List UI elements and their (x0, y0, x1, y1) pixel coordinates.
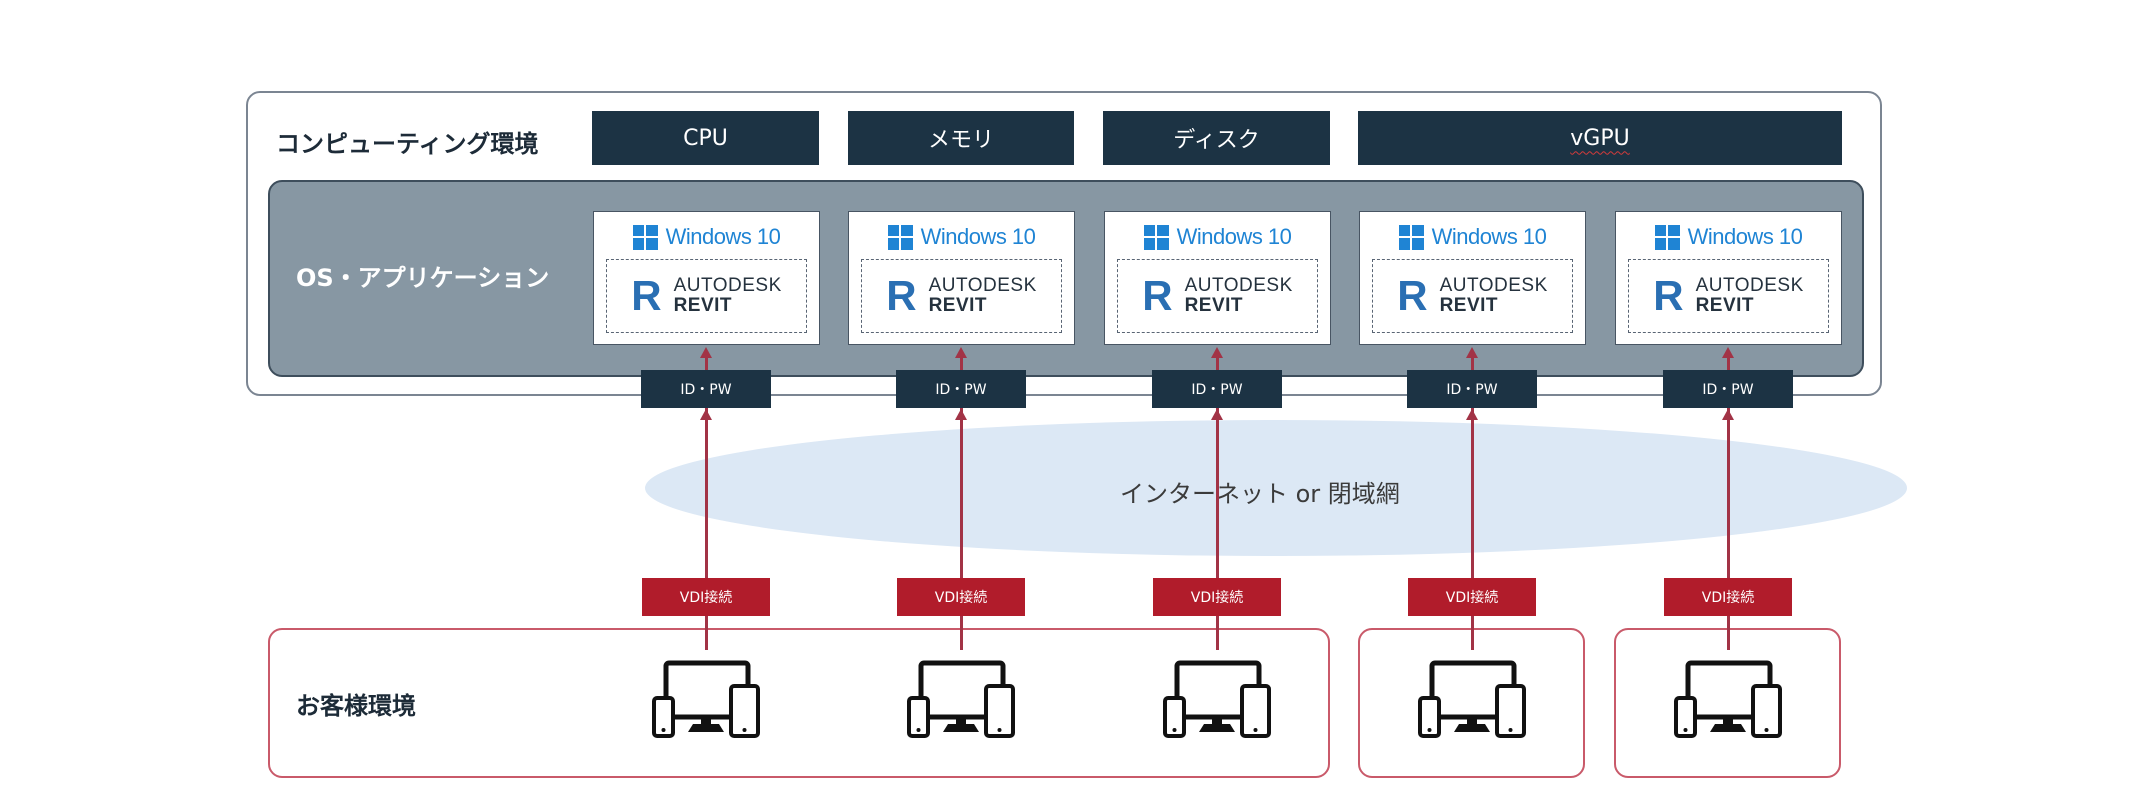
revit-logo-icon: R (1397, 272, 1428, 319)
windows-10-badge: Windows 10 (1616, 222, 1841, 252)
windows-logo-icon (1654, 224, 1680, 250)
client-device-icon (1674, 660, 1782, 744)
revit-label: REVIT (1695, 295, 1755, 316)
connection-line-1 (704, 358, 708, 650)
windows-10-badge: Windows 10 (1105, 222, 1330, 252)
windows-label: Windows 10 (1431, 224, 1547, 249)
windows-10-badge: Windows 10 (1360, 222, 1585, 252)
vgpu-resource-box: vGPU (1358, 111, 1842, 165)
windows-label: Windows 10 (1176, 224, 1292, 249)
client-device-icon (907, 660, 1015, 744)
windows-10-badge: Windows 10 (594, 222, 819, 252)
arrowhead-vm-2 (955, 347, 967, 358)
vdi-tag-1: VDI接続 (642, 578, 770, 616)
arrowhead-vm-1 (700, 347, 712, 358)
revit-logo-icon: R (1653, 272, 1684, 319)
connection-line-5 (1726, 358, 1730, 650)
windows-label: Windows 10 (920, 224, 1036, 249)
client-device-icon (652, 660, 760, 744)
auth-tag-4: ID・PW (1407, 370, 1537, 408)
cpu-resource-box: CPU (592, 111, 819, 165)
network-label: インターネット or 閉域網 (1120, 480, 1400, 508)
computing-environment-label: コンピューティング環境 (276, 130, 539, 158)
customer-environment-box (268, 628, 1330, 778)
windows-logo-icon (1143, 224, 1169, 250)
auth-tag-5: ID・PW (1663, 370, 1793, 408)
arrowhead-auth-4 (1466, 409, 1478, 420)
auth-tag-3: ID・PW (1152, 370, 1282, 408)
autodesk-label: AUTODESK (928, 275, 1037, 297)
autodesk-label: AUTODESK (1439, 275, 1548, 297)
arrowhead-auth-5 (1722, 409, 1734, 420)
arrowhead-vm-3 (1211, 347, 1223, 358)
connection-line-2 (959, 358, 963, 650)
windows-label: Windows 10 (1687, 224, 1803, 249)
auth-tag-1: ID・PW (641, 370, 771, 408)
vdi-tag-5: VDI接続 (1664, 578, 1792, 616)
autodesk-label: AUTODESK (673, 275, 782, 297)
connection-line-4 (1470, 358, 1474, 650)
revit-logo-icon: R (886, 272, 917, 319)
revit-logo-icon: R (631, 272, 662, 319)
disk-resource-box: ディスク (1103, 111, 1330, 165)
arrowhead-auth-1 (700, 409, 712, 420)
network-cloud (645, 420, 1907, 556)
revit-label: REVIT (928, 295, 988, 316)
autodesk-label: AUTODESK (1184, 275, 1293, 297)
revit-logo-icon: R (1142, 272, 1173, 319)
revit-label: REVIT (673, 295, 733, 316)
vdi-tag-4: VDI接続 (1408, 578, 1536, 616)
client-device-icon (1163, 660, 1271, 744)
connection-line-3 (1215, 358, 1219, 650)
windows-logo-icon (632, 224, 658, 250)
os-application-label: OS・アプリケーション (296, 264, 550, 292)
arrowhead-vm-4 (1466, 347, 1478, 358)
revit-label: REVIT (1439, 295, 1499, 316)
customer-environment-label: お客様環境 (296, 692, 416, 720)
arrowhead-auth-2 (955, 409, 967, 420)
windows-10-badge: Windows 10 (849, 222, 1074, 252)
windows-label: Windows 10 (665, 224, 781, 249)
client-device-icon (1418, 660, 1526, 744)
memory-resource-box: メモリ (848, 111, 1074, 165)
windows-logo-icon (1398, 224, 1424, 250)
vgpu-label: vGPU (1570, 125, 1630, 151)
autodesk-label: AUTODESK (1695, 275, 1804, 297)
vdi-tag-2: VDI接続 (897, 578, 1025, 616)
windows-logo-icon (887, 224, 913, 250)
vdi-tag-3: VDI接続 (1153, 578, 1281, 616)
arrowhead-auth-3 (1211, 409, 1223, 420)
auth-tag-2: ID・PW (896, 370, 1026, 408)
arrowhead-vm-5 (1722, 347, 1734, 358)
revit-label: REVIT (1184, 295, 1244, 316)
